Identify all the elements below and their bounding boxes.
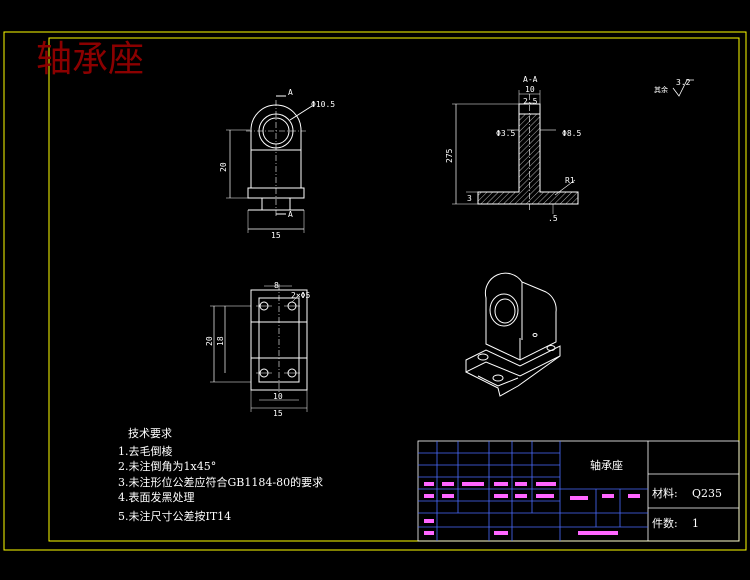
roughness-value: 3.2 [676,78,691,87]
title-block-part-name: 轴承座 [590,458,623,472]
count-value: 1 [692,517,699,530]
section-height-dim: 275 [445,148,454,163]
tech-item: 3.未注形位公差应符合GB1184-80的要求 [118,475,323,489]
section-view [452,90,579,214]
material-value: Q235 [692,487,722,500]
roughness-label: 其余 [654,85,668,94]
title-block [417,440,740,542]
top-outer-width-dim: 15 [273,409,283,418]
cut-label-top: A [288,88,293,97]
count-label: 件数: [652,517,678,530]
top-hole-spacing-dim: 8 [274,281,279,290]
inner-border [48,37,740,542]
top-view [210,284,308,412]
title-block-small-cells [424,482,640,535]
tech-item: 2.未注倒角为1x45° [118,459,216,473]
front-width-dim: 15 [271,231,281,240]
isometric-view [465,272,561,397]
front-view [226,95,313,233]
drawing-title: 轴承座 [36,39,144,80]
section-fillet-dim: R1 [565,176,575,185]
top-outer-height-dim: 20 [205,336,214,346]
front-diameter-dim: Φ10.5 [311,100,335,109]
material-label: 材料: [652,486,678,500]
section-base-step-dim: .5 [548,214,558,223]
section-label: A-A [523,75,538,84]
top-inner-width-dim: 10 [273,392,283,401]
front-height-dim: 20 [219,162,228,172]
roughness-symbol [672,79,694,97]
section-right-dia-dim: Φ8.5 [562,129,581,138]
top-inner-height-dim: 18 [216,336,225,346]
tech-item: 1.去毛倒棱 [118,445,173,458]
section-left-dia-dim: Φ3.5 [496,129,515,138]
section-inner-width-dim: 2.5 [523,97,538,106]
tech-heading: 技术要求 [128,427,172,440]
top-hole-note: 2×Φ5 [291,291,310,300]
section-top-width-dim: 10 [525,85,535,94]
section-base-thk-dim: 3 [467,194,472,203]
tech-item: 5.未注尺寸公差按IT14 [118,509,231,523]
outer-border [3,31,747,551]
cut-label-bottom: A [288,210,293,219]
tech-item: 4.表面发黑处理 [118,490,195,504]
